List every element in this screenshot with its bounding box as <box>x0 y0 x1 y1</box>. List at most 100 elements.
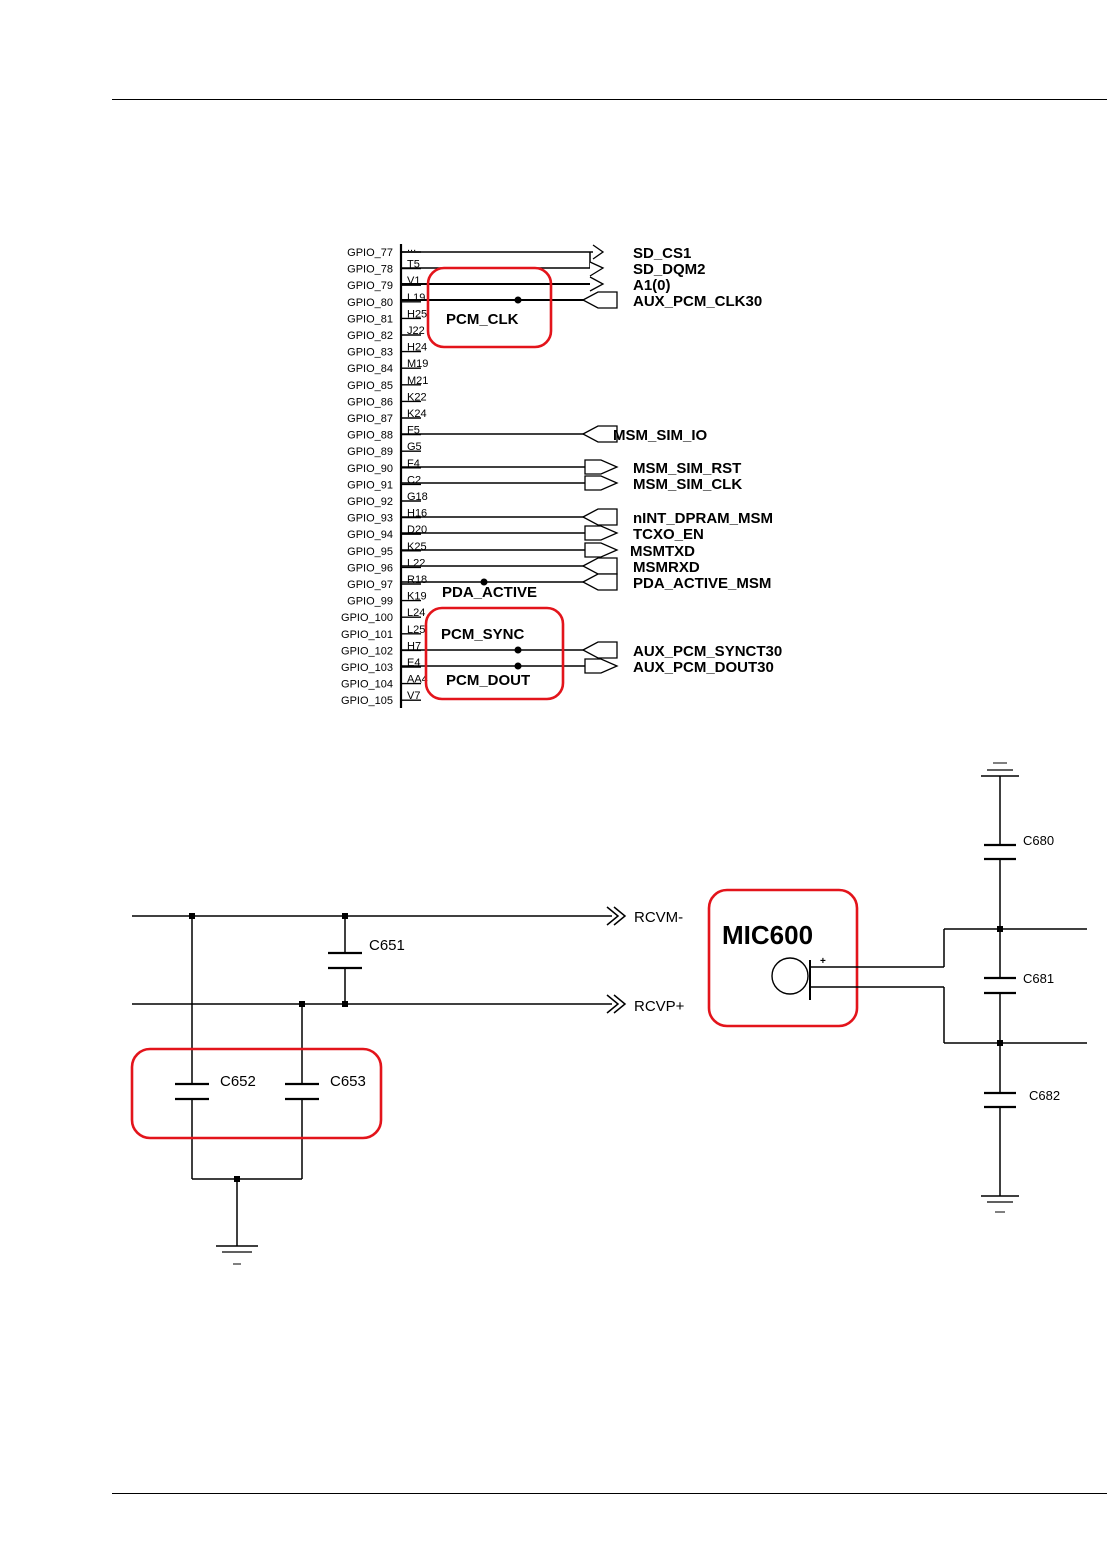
arrow-rcvm-1 <box>606 906 620 926</box>
port-msmtxd <box>584 542 619 558</box>
junction-rcvp-c653 <box>299 1001 305 1007</box>
port-connectors <box>581 244 619 674</box>
junction-c681-c682 <box>997 1040 1003 1046</box>
pin-label: AA4 <box>407 674 428 686</box>
label-c681: C681 <box>1023 971 1054 986</box>
gpio-label: GPIO_84 <box>347 363 393 375</box>
gpio-label: GPIO_100 <box>341 612 393 624</box>
gpio-label: GPIO_85 <box>347 380 393 392</box>
port-sd-cs1 <box>592 244 605 260</box>
port-nint-dpram <box>581 508 618 526</box>
gpio-label: GPIO_103 <box>341 662 393 674</box>
pin-label: R18 <box>407 574 427 586</box>
pin-label: J22 <box>407 325 425 337</box>
pin-label: K24 <box>407 408 427 420</box>
pin-label: H25 <box>407 308 427 320</box>
receiver-circuit: RCVM- RCVP+ C651 C652 C653 <box>130 906 685 1265</box>
pin-label: L24 <box>407 607 425 619</box>
gpio-label: GPIO_97 <box>347 579 393 591</box>
net-sd-dqm2: SD_DQM2 <box>633 261 706 278</box>
net-msm-sim-rst: MSM_SIM_RST <box>633 460 741 477</box>
net-aux-pcm-clk30: AUX_PCM_CLK30 <box>633 293 762 310</box>
gpio-label: GPIO_81 <box>347 313 393 325</box>
gpio-label: GPIO_87 <box>347 413 393 425</box>
highlight-boxes: PCM_CLK PCM_SYNC PCM_DOUT <box>424 266 565 701</box>
net-a1: A1(0) <box>633 277 671 294</box>
gpio-label: GPIO_88 <box>347 430 393 442</box>
junction-rcvm-c652 <box>189 913 195 919</box>
highlight-c652-c653-box <box>130 1047 383 1140</box>
gpio-label: GPIO_82 <box>347 330 393 342</box>
gpio-label: GPIO_80 <box>347 297 393 309</box>
gpio-label: GPIO_77 <box>347 247 393 259</box>
arrow-rcvp-1 <box>606 994 620 1014</box>
junction-c680-c681 <box>997 926 1003 932</box>
gpio-label: GPIO_99 <box>347 596 393 608</box>
port-aux-pcm-synct30 <box>581 641 618 659</box>
gpio-label: GPIO_83 <box>347 347 393 359</box>
signal-wires <box>401 251 593 667</box>
mic-element-icon <box>771 957 809 995</box>
gpio-label: GPIO_78 <box>347 264 393 276</box>
highlight-mic600-box <box>707 888 859 1028</box>
highlight-pcm-dout-label: PCM_DOUT <box>446 672 530 689</box>
port-sd-dqm2 <box>589 261 605 277</box>
net-msm-sim-clk: MSM_SIM_CLK <box>633 476 742 493</box>
net-msmtxd: MSMTXD <box>630 543 695 560</box>
net-msmrxd: MSMRXD <box>633 559 700 576</box>
net-labels: SD_CS1 SD_DQM2 A1(0) AUX_PCM_CLK30 MSM_S… <box>442 245 782 676</box>
gpio-label: GPIO_93 <box>347 513 393 525</box>
net-aux-pcm-dout30: AUX_PCM_DOUT30 <box>633 659 774 676</box>
pin-label: ... <box>407 242 416 254</box>
gpio-label: GPIO_94 <box>347 529 393 541</box>
net-msm-sim-io: MSM_SIM_IO <box>613 427 708 444</box>
pin-label: L25 <box>407 624 425 636</box>
gpio-label: GPIO_92 <box>347 496 393 508</box>
junction-dots <box>480 296 522 670</box>
gpio-label: GPIO_90 <box>347 463 393 475</box>
gpio-label: GPIO_91 <box>347 479 393 491</box>
mic600-title: MIC600 <box>722 920 813 950</box>
net-nint-dpram-msm: nINT_DPRAM_MSM <box>633 510 773 527</box>
junction-pcm-dout <box>514 662 522 670</box>
label-c682: C682 <box>1029 1088 1060 1103</box>
junction-pda-active <box>480 578 488 586</box>
highlight-pcm-sync-label: PCM_SYNC <box>441 626 525 643</box>
highlight-pcm-clk-label: PCM_CLK <box>446 311 519 328</box>
port-aux-pcm-clk30 <box>581 291 618 309</box>
port-msm-sim-clk <box>584 475 619 491</box>
net-aux-pcm-synct30: AUX_PCM_SYNCT30 <box>633 643 782 660</box>
port-tcxo-en <box>584 525 619 541</box>
pin-label: G18 <box>407 491 428 503</box>
arrow-rcvp-2 <box>613 994 627 1014</box>
mic-circuit: MIC600 + C680 C681 C682 <box>707 762 1087 1213</box>
net-pda-active-msm: PDA_ACTIVE_MSM <box>633 575 771 592</box>
junction-ground <box>234 1176 240 1182</box>
port-a1 <box>589 276 605 292</box>
net-tcxo-en: TCXO_EN <box>633 526 704 543</box>
arrow-rcvm-2 <box>613 906 627 926</box>
gpio-label: GPIO_102 <box>341 645 393 657</box>
pin-label: V7 <box>407 690 420 702</box>
junction-pcm-clk <box>514 296 522 304</box>
port-pda-active-msm <box>581 573 618 591</box>
port-msm-sim-rst <box>584 459 619 475</box>
label-rcvm: RCVM- <box>634 909 683 926</box>
junction-rcvm-c651 <box>342 913 348 919</box>
pin-label: H24 <box>407 342 427 354</box>
gpio-label: GPIO_86 <box>347 396 393 408</box>
port-msmrxd <box>581 557 618 575</box>
label-c651: C651 <box>369 937 405 954</box>
net-sd-cs1: SD_CS1 <box>633 245 691 262</box>
port-msm-sim-io <box>581 425 618 443</box>
highlight-pcm-sync-dout-box <box>424 606 565 701</box>
pin-label: M21 <box>407 375 428 387</box>
pin-label: G5 <box>407 441 422 453</box>
label-c653: C653 <box>330 1073 366 1090</box>
gpio-label: GPIO_95 <box>347 546 393 558</box>
gpio-label: GPIO_96 <box>347 562 393 574</box>
port-aux-pcm-dout30 <box>584 658 619 674</box>
